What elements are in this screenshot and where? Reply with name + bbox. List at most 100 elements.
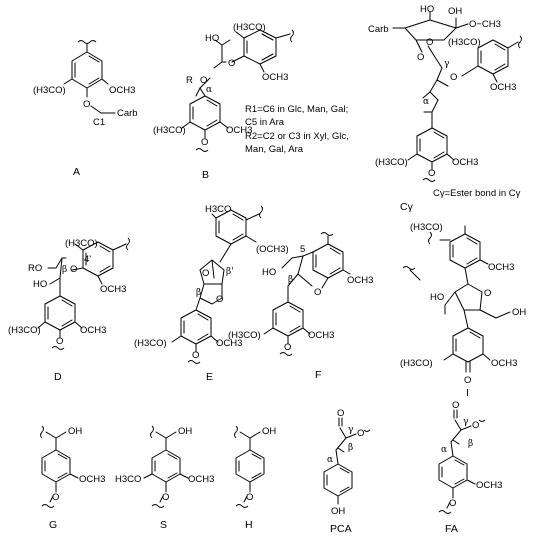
s-ome-right: OCH3 <box>188 474 214 485</box>
d-ome-right2: OCH3 <box>80 325 106 336</box>
i-label: I <box>466 387 469 399</box>
cg-ome-left: (H3CO) <box>375 157 408 168</box>
b-note3: R2=C2 or C3 in Xyl, Glc, <box>245 131 349 142</box>
structure-e: H3CO (OCH3) O β' β O (H3CO) OCH3 O E <box>134 204 289 383</box>
d-c4: 4' <box>84 254 91 265</box>
f-o-bottom: O <box>284 342 291 353</box>
cg-och3: O−CH3 <box>469 19 501 30</box>
e-o3: O <box>192 350 199 361</box>
f-beta: β <box>288 275 293 285</box>
h-label: H <box>245 519 253 531</box>
structure-cgamma: Carb HO OH O−CH3 O O γ (H3CO) O α OCH3 (… <box>368 4 522 213</box>
cg-ome-top: (H3CO) <box>448 37 481 48</box>
structure-b: (H3CO) HO O OCH3 R O α (H3CO) OCH3 O R1=… <box>153 22 349 181</box>
structure-a: (H3CO) OCH3 O C1 Carb A <box>33 40 138 178</box>
f-ome-left: (H3CO) <box>228 330 261 341</box>
b-ome-right2: OCH3 <box>226 125 252 136</box>
pca-o2: O <box>357 428 364 439</box>
structure-pca: O O γ β α OH PCA <box>323 408 371 535</box>
s-oh: OH <box>178 426 192 437</box>
fa-alpha: α <box>441 445 447 455</box>
fa-gamma: γ <box>463 417 468 427</box>
d-beta: β <box>62 265 67 275</box>
structure-f: 5 OCH3 HO β O (H3CO) OCH3 O F <box>228 232 373 381</box>
g-oh: OH <box>68 426 82 437</box>
f-o: O <box>314 287 321 298</box>
s-ome-left: H3CO <box>115 474 141 485</box>
cg-note: Cγ=Ester bond in Cγ <box>433 188 521 199</box>
f-ho: HO <box>262 267 276 278</box>
s-label: S <box>160 519 167 531</box>
pca-o1: O <box>337 408 344 419</box>
b-o-bottom: O <box>201 137 208 148</box>
cg-label: Cγ <box>400 201 414 213</box>
h-oh: OH <box>262 426 276 437</box>
d-o: O <box>70 264 77 275</box>
b-note2: C5 in Ara <box>245 117 285 128</box>
e-label: E <box>206 371 213 383</box>
structure-g: OH OCH3 O G <box>40 425 105 531</box>
pca-alpha: α <box>327 455 333 465</box>
cg-oh: OH <box>448 6 462 17</box>
cg-ho: HO <box>420 4 434 15</box>
b-note1: R1=C6 in Glc, Man, Gal; <box>245 104 348 115</box>
b-ho: HO <box>205 33 219 44</box>
pca-label: PCA <box>330 523 352 535</box>
i-ho: HO <box>430 292 444 303</box>
s-o: O <box>162 492 169 503</box>
e-o1: O <box>202 268 209 279</box>
cg-o-ring: O <box>426 37 433 48</box>
d-ome-right: OCH3 <box>100 284 126 295</box>
cg-ome-right2: OCH3 <box>452 157 478 168</box>
g-o: O <box>52 492 59 503</box>
fa-label: FA <box>445 523 458 535</box>
i-ome-left: (H3CO) <box>400 358 433 369</box>
i-o: O <box>484 288 491 299</box>
b-ome-top: (H3CO) <box>233 22 266 33</box>
fa-o2: O <box>472 420 479 431</box>
f-label: F <box>315 369 321 381</box>
b-ome-right: OCH3 <box>262 72 288 83</box>
e-o2: O <box>216 294 223 305</box>
a-label: A <box>73 166 80 178</box>
structure-d: (H3CO) RO β O 4' HO OCH3 (H3CO) OCH3 O D <box>8 237 130 383</box>
b-r: R <box>186 75 193 86</box>
i-ome-right2: OCH3 <box>491 358 517 369</box>
b-note4: Man, Gal, Ara <box>245 144 304 155</box>
e-ome-right2: OCH3 <box>216 338 242 349</box>
cg-o2: O <box>450 72 457 83</box>
cg-o-bottom: O <box>428 168 435 179</box>
a-ome-right: OCH3 <box>109 85 135 96</box>
d-ho: HO <box>33 279 47 290</box>
e-ome-top: H3CO <box>205 204 231 215</box>
e-ome-right: (OCH3) <box>256 244 289 255</box>
d-ro: RO <box>28 263 42 274</box>
structure-fa: O O γ β α OCH3 O FA <box>438 400 502 535</box>
g-ome: OCH3 <box>79 474 105 485</box>
fa-ome: OCH3 <box>476 480 502 491</box>
fa-o: O <box>449 498 456 509</box>
cg-o-ester: O <box>417 52 424 63</box>
f-c5: 5 <box>300 244 305 255</box>
pca-gamma: γ <box>348 425 353 435</box>
pca-beta: β <box>348 443 353 453</box>
i-ome-right: OCH3 <box>488 262 514 273</box>
a-oxygen: O <box>83 99 90 110</box>
d-ome-top: (H3CO) <box>65 238 98 249</box>
a-carb: Carb <box>117 108 138 119</box>
b-o: O <box>228 58 235 69</box>
pca-oh: OH <box>331 506 345 517</box>
cg-ome-right: OCH3 <box>490 82 516 93</box>
e-beta-prime: β' <box>226 267 234 277</box>
h-o: O <box>246 492 253 503</box>
i-oh: OH <box>512 307 526 318</box>
cg-gamma: γ <box>444 59 449 69</box>
structure-i: (H3CO) OCH3 O HO OH (H3CO) OCH3 O I <box>400 222 526 399</box>
g-label: G <box>49 519 57 531</box>
e-ome-left: (H3CO) <box>134 338 167 349</box>
fa-beta: β <box>468 439 473 449</box>
fa-o1: O <box>452 400 459 411</box>
a-c1: C1 <box>93 117 105 128</box>
f-ome: OCH3 <box>347 275 373 286</box>
